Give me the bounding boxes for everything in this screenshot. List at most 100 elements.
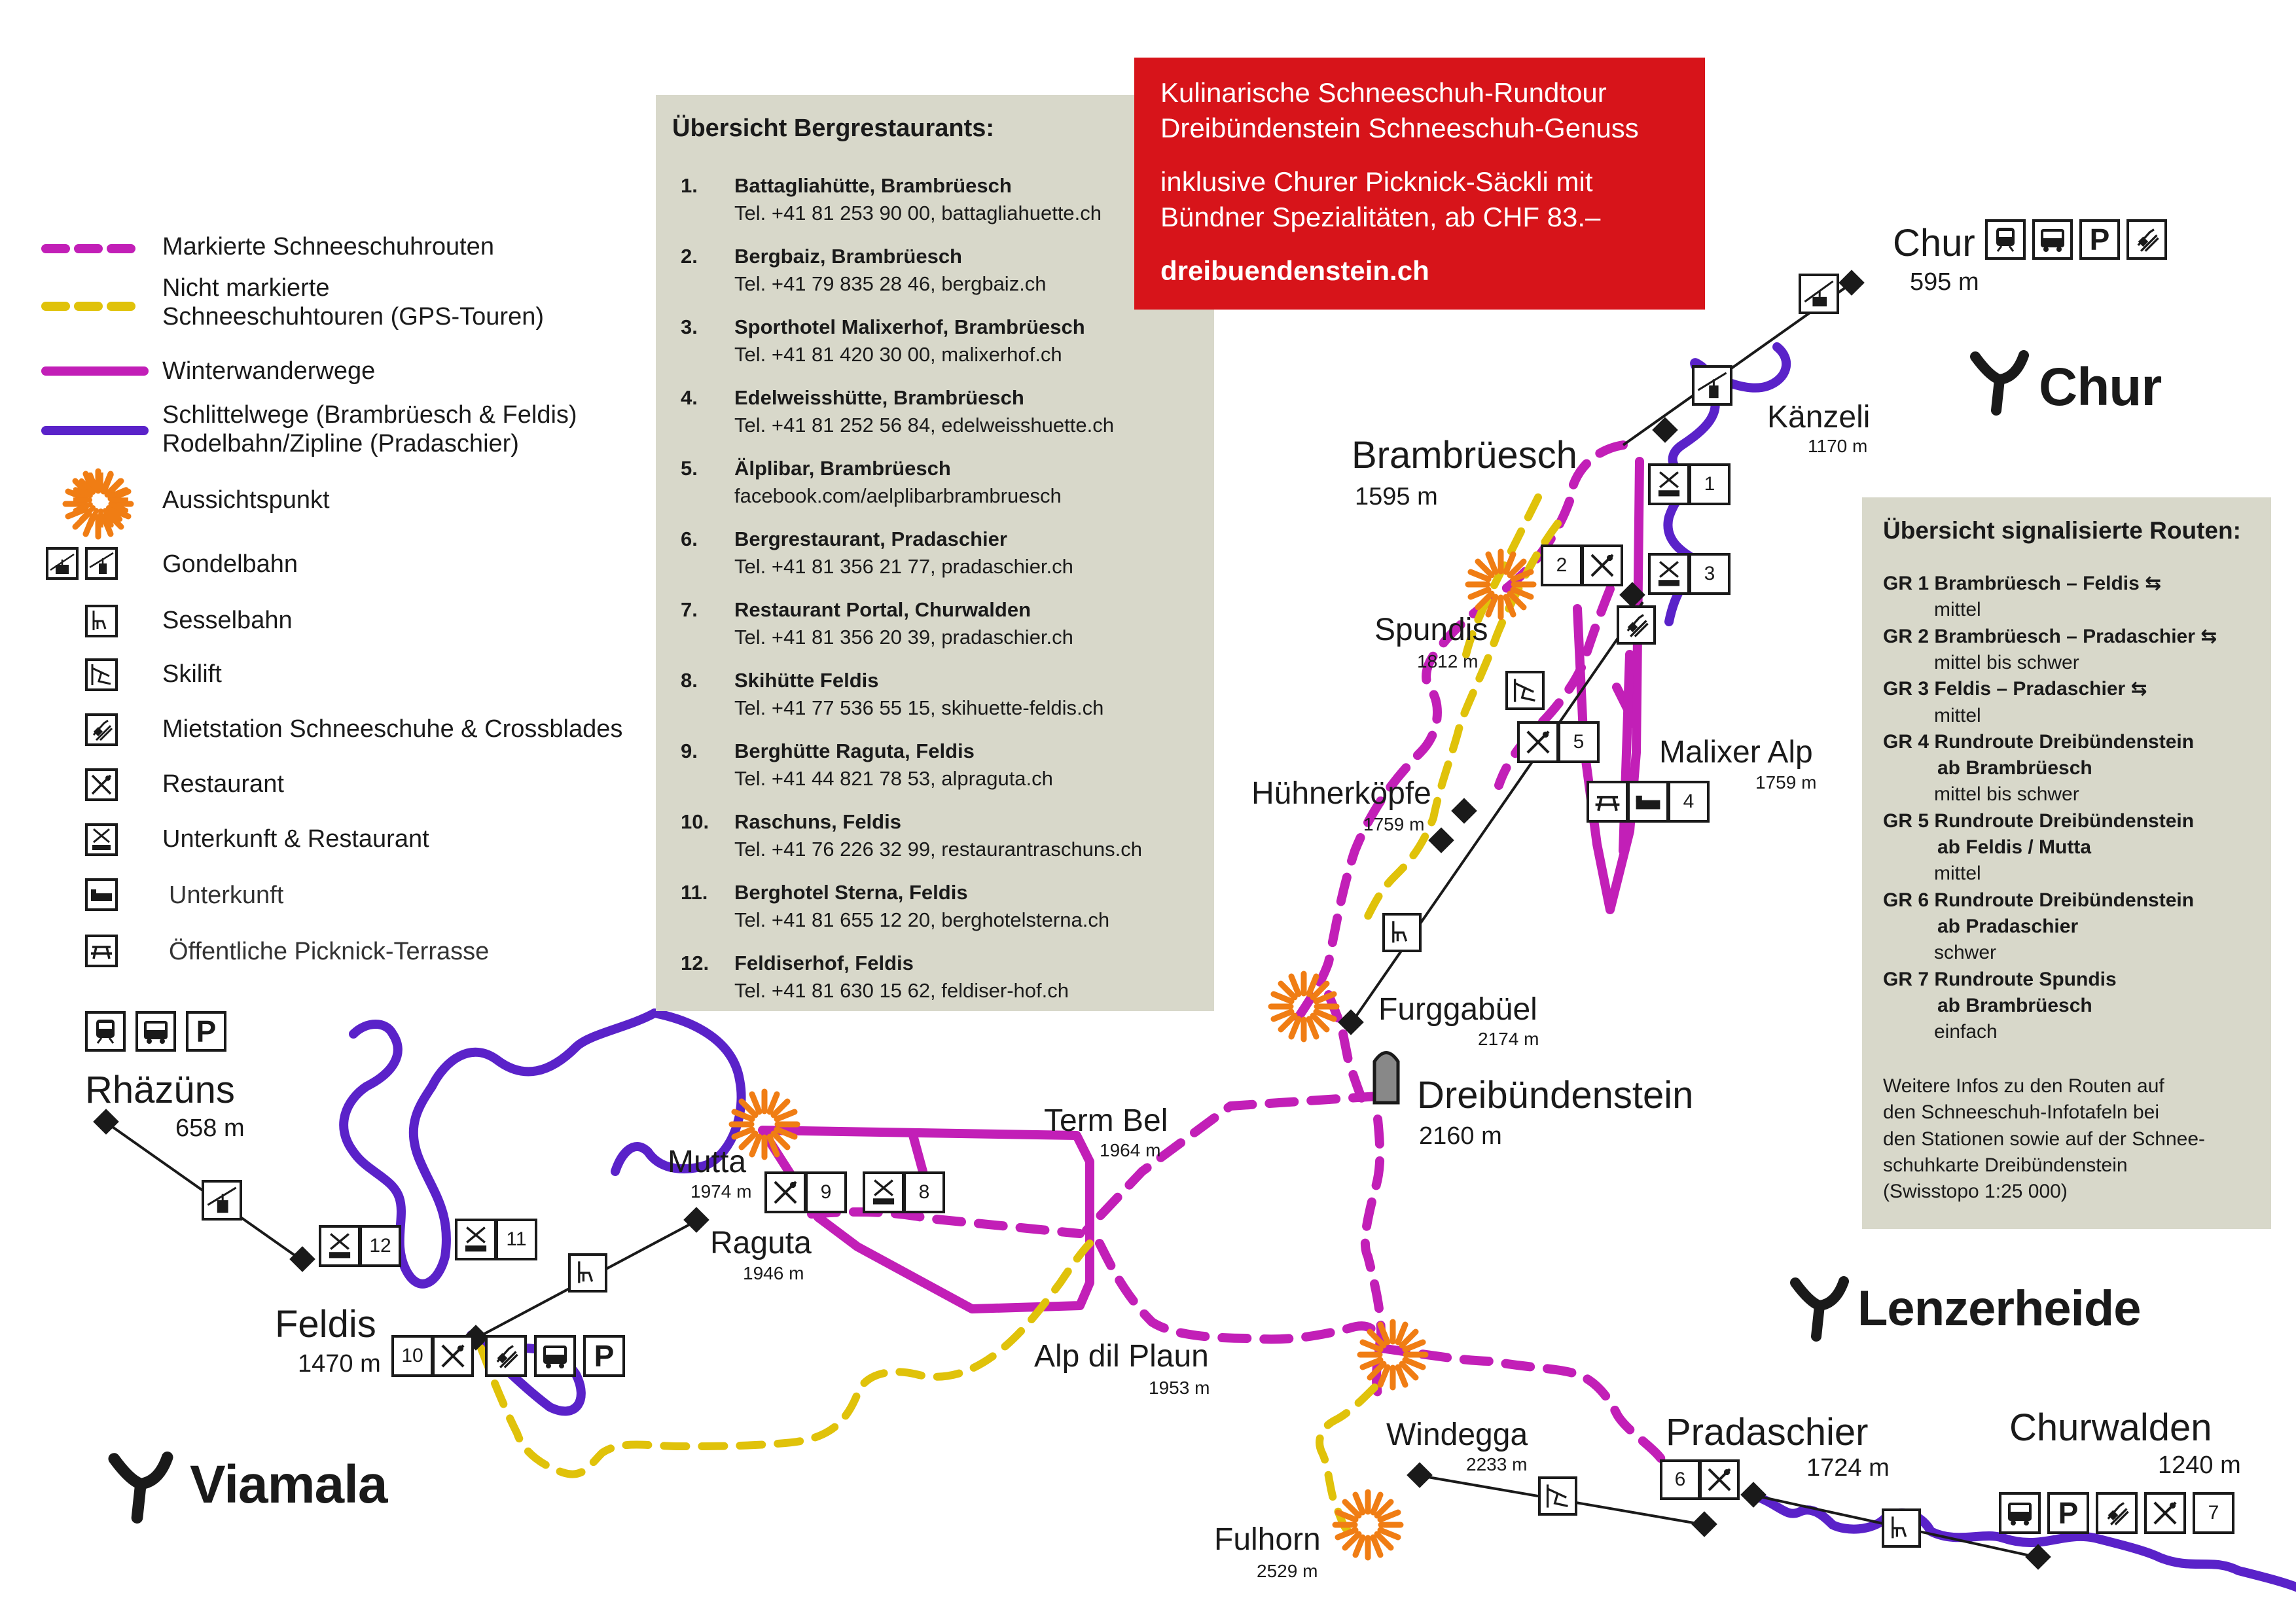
route-line: GR 2 Brambrüesch – Pradaschier ⇆ bbox=[1883, 624, 2217, 650]
chairlift-icon bbox=[1882, 1508, 1921, 1548]
station bbox=[2025, 1544, 2051, 1570]
marked-route-alp-dil-plaun bbox=[1095, 1239, 1386, 1346]
brand-chur: Chur bbox=[2039, 357, 2162, 417]
restaurant-entry-contact: Tel. +41 81 356 20 39, pradaschier.ch bbox=[734, 626, 1073, 649]
restaurant-icon bbox=[1699, 1459, 1740, 1500]
legend-gondola-icon-small bbox=[85, 547, 118, 580]
station bbox=[1428, 827, 1454, 853]
route-code: GR 3 bbox=[1883, 678, 1929, 700]
route-text: Feldis – Pradaschier ⇆ bbox=[1934, 678, 2147, 700]
station bbox=[1839, 270, 1865, 296]
station bbox=[683, 1207, 709, 1233]
brand-lenzerheide: Lenzerheide bbox=[1857, 1281, 2141, 1336]
promo-line-1: Kulinarische Schneeschuh-Rundtour bbox=[1160, 77, 1607, 108]
route-text: ab Pradaschier bbox=[1937, 915, 2079, 937]
elev-raguta: 1946 m bbox=[743, 1263, 804, 1283]
legend-chairlift-icon bbox=[85, 605, 118, 637]
viewpoint-icon bbox=[1468, 552, 1534, 617]
route-line: mittel bbox=[1934, 861, 1981, 887]
legend-label-marked: Markierte Schneeschuhrouten bbox=[162, 233, 494, 260]
place-mutta: Mutta bbox=[668, 1145, 747, 1179]
place-chur: Chur bbox=[1893, 222, 1975, 264]
route-text: Rundroute Dreibündenstein bbox=[1934, 810, 2195, 832]
route-text: Brambrüesch – Pradaschier ⇆ bbox=[1934, 625, 2217, 647]
picnic-icon bbox=[1587, 781, 1628, 823]
route-line: mittel bbox=[1934, 703, 1981, 729]
legend-label-gondola: Gondelbahn bbox=[162, 550, 298, 578]
skilift-icon bbox=[1505, 671, 1545, 710]
legend-label-restaurant: Restaurant bbox=[162, 770, 284, 798]
legend-label-chairlift: Sesselbahn bbox=[162, 607, 293, 634]
lodging-restaurant-icon bbox=[1648, 463, 1690, 505]
station bbox=[1740, 1482, 1767, 1508]
route-line: mittel bbox=[1934, 597, 1981, 623]
bus-icon bbox=[135, 1011, 176, 1052]
marked-route-termbel bbox=[1082, 1092, 1382, 1235]
unmarked-route-feldis-alp bbox=[477, 1240, 1094, 1478]
restaurant-entry-number: 5. bbox=[681, 457, 698, 480]
promo-url-link[interactable]: dreibuendenstein.ch bbox=[1160, 255, 1429, 286]
route-line: GR 6 Rundroute Dreibündenstein bbox=[1883, 887, 2194, 914]
parking-icon: P bbox=[186, 1011, 226, 1052]
station bbox=[1619, 582, 1645, 608]
restaurant-number-8: 8 bbox=[903, 1171, 945, 1213]
promo-line-3: inklusive Churer Picknick-Säckli mit bbox=[1160, 166, 1593, 197]
elev-alp-dil-plaun: 1953 m bbox=[1149, 1378, 1210, 1398]
restaurant-icon bbox=[1581, 544, 1623, 586]
restaurant-number-6: 6 bbox=[1660, 1459, 1700, 1500]
restaurant-entry-contact: Tel. +41 81 420 30 00, malixerhof.ch bbox=[734, 343, 1062, 366]
elev-spundis: 1812 m bbox=[1417, 651, 1479, 671]
restaurant-entry-contact: Tel. +41 76 226 32 99, restaurantraschun… bbox=[734, 838, 1142, 861]
restaurant-entry-name: Raschuns, Feldis bbox=[734, 810, 901, 833]
restaurant-entry-number: 11. bbox=[681, 881, 708, 904]
route-text: einfach bbox=[1934, 1021, 1998, 1043]
lodging-restaurant-icon bbox=[455, 1219, 497, 1260]
elev-fulhorn: 2529 m bbox=[1257, 1561, 1318, 1581]
restaurant-entry-number: 3. bbox=[681, 315, 698, 338]
route-line: GR 5 Rundroute Dreibündenstein bbox=[1883, 808, 2194, 834]
skilift-icon bbox=[1538, 1476, 1577, 1516]
restaurant-entry-name: Battagliahütte, Brambrüesch bbox=[734, 174, 1012, 197]
parking-icon: P bbox=[583, 1335, 625, 1377]
restaurant-icon bbox=[432, 1335, 474, 1377]
place-raguta: Raguta bbox=[710, 1226, 812, 1260]
restaurant-number-11: 11 bbox=[495, 1219, 537, 1260]
winter-path-mutta-loop bbox=[758, 1126, 1094, 1313]
restaurant-entry-contact: Tel. +41 77 536 55 15, skihuette-feldis.… bbox=[734, 696, 1104, 719]
place-spundis: Spundis bbox=[1374, 613, 1488, 647]
restaurant-entry-contact: Tel. +41 81 630 15 62, feldiser-hof.ch bbox=[734, 979, 1069, 1002]
station bbox=[289, 1246, 315, 1272]
legend-gondola-icon bbox=[46, 547, 79, 580]
station bbox=[1338, 1009, 1364, 1035]
elev-mutta: 1974 m bbox=[691, 1181, 752, 1202]
restaurant-entry-name: Sporthotel Malixerhof, Brambrüesch bbox=[734, 315, 1085, 338]
route-code: GR 6 bbox=[1883, 889, 1929, 911]
legend-label-unmarked: Nicht markierte Schneeschuhtouren (GPS-T… bbox=[162, 274, 544, 330]
lodging-restaurant-icon bbox=[319, 1225, 361, 1267]
sled-path-feldis bbox=[339, 1008, 659, 1289]
chairlift-icon bbox=[568, 1253, 607, 1293]
bus-icon bbox=[2032, 219, 2073, 260]
restaurant-entry-contact: Tel. +41 79 835 28 46, bergbaiz.ch bbox=[734, 272, 1047, 295]
elev-malixer-alp: 1759 m bbox=[1755, 772, 1817, 793]
legend-label-lodging-restaurant: Unterkunft & Restaurant bbox=[162, 825, 429, 853]
elev-kaenzeli: 1170 m bbox=[1808, 436, 1868, 456]
place-pradaschier: Pradaschier bbox=[1666, 1411, 1869, 1454]
route-footer-line: den Stationen sowie auf der Schnee- bbox=[1883, 1128, 2205, 1150]
restaurant-entry-number: 1. bbox=[681, 174, 698, 197]
legend-label-rental: Mietstation Schneeschuhe & Crossblades bbox=[162, 715, 623, 743]
restaurant-number-3: 3 bbox=[1689, 553, 1731, 595]
gondola-icon bbox=[202, 1180, 242, 1221]
legend-lines bbox=[41, 244, 149, 435]
route-code: GR 4 bbox=[1883, 730, 1929, 753]
winter-path-mutta-inner bbox=[908, 1131, 927, 1176]
brand-viamala: Viamala bbox=[190, 1455, 388, 1514]
place-furggabuel: Furggabüel bbox=[1378, 992, 1537, 1027]
route-text: ab Brambrüesch bbox=[1937, 994, 2092, 1016]
elev-furggabuel: 2174 m bbox=[1478, 1029, 1539, 1049]
route-line: ab Brambrüesch bbox=[1937, 993, 2092, 1019]
route-text: mittel bbox=[1934, 599, 1981, 621]
routes-panel-title: Übersicht signalisierte Routen: bbox=[1883, 517, 2241, 544]
route-line: GR 3 Feldis – Pradaschier ⇆ bbox=[1883, 676, 2147, 702]
route-line: einfach bbox=[1934, 1019, 1998, 1045]
